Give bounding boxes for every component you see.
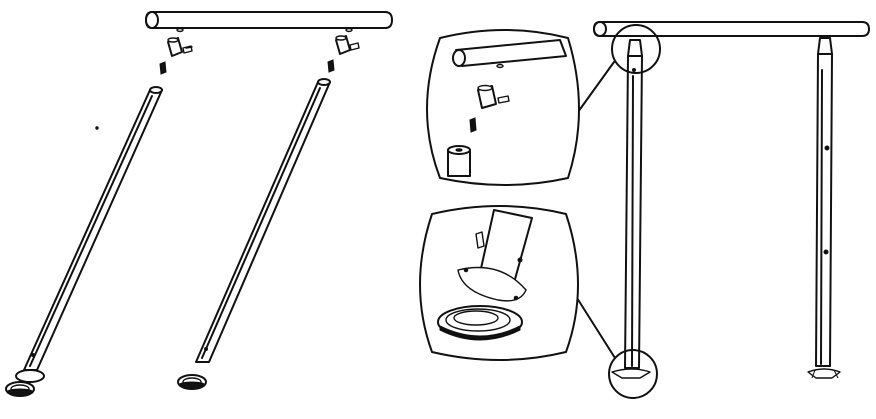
detail-top-connector — [426, 29, 580, 186]
connector-icon — [159, 37, 193, 75]
base-plate-icon — [5, 369, 45, 397]
connector-icon-right — [327, 35, 360, 73]
mark-dot — [95, 126, 99, 130]
post-left-exploded — [23, 86, 163, 371]
screw-icon — [185, 46, 193, 49]
callout-circle-top — [611, 24, 661, 74]
post-right-exploded — [195, 78, 331, 363]
base-plate-icon-right — [177, 374, 207, 390]
post-right-assembled — [807, 37, 841, 379]
detail-base-plate — [419, 205, 579, 361]
leader-line-base — [576, 297, 616, 359]
exploded-view — [5, 11, 393, 397]
post-left-assembled — [611, 39, 651, 379]
handrail-tube-exploded — [145, 11, 393, 33]
callout-circle-base — [608, 349, 658, 399]
assembled-view — [419, 21, 870, 399]
leader-line-top — [577, 61, 615, 113]
handrail-tube-assembled — [593, 21, 870, 37]
